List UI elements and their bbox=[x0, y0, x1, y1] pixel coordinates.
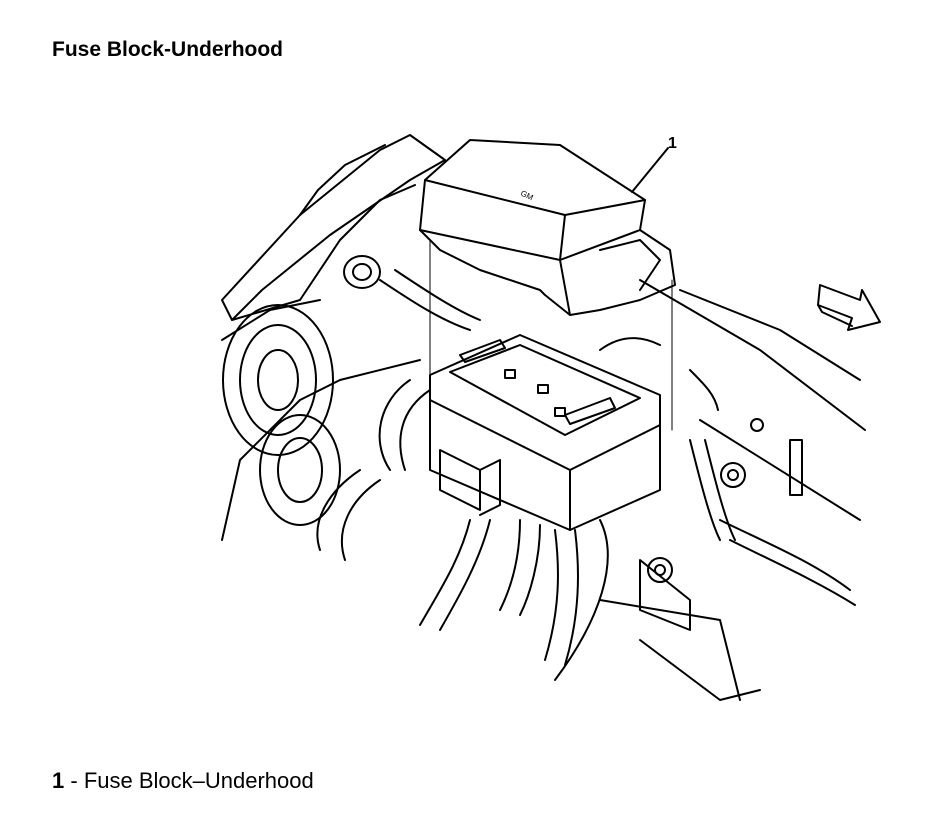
forward-arrow-icon bbox=[817, 284, 881, 331]
legend-text: Fuse Block–Underhood bbox=[83, 768, 314, 793]
svg-text:GM: GM bbox=[519, 189, 535, 203]
page-title: Fuse Block-Underhood bbox=[52, 38, 284, 61]
fuse-block-cover: GM bbox=[419, 139, 676, 316]
callout-1: 1 bbox=[429, 135, 677, 431]
fuse-block-base bbox=[429, 334, 661, 531]
legend-separator: - bbox=[64, 768, 84, 793]
ground-brackets bbox=[639, 418, 803, 631]
legend-number: 1 bbox=[52, 768, 65, 793]
callout-number: 1 bbox=[668, 135, 677, 152]
strut-tower bbox=[222, 255, 381, 526]
body-panels bbox=[221, 134, 866, 701]
wire-harnesses bbox=[316, 269, 856, 681]
legend-item-1: 1 - Fuse Block–Underhood bbox=[52, 768, 314, 794]
